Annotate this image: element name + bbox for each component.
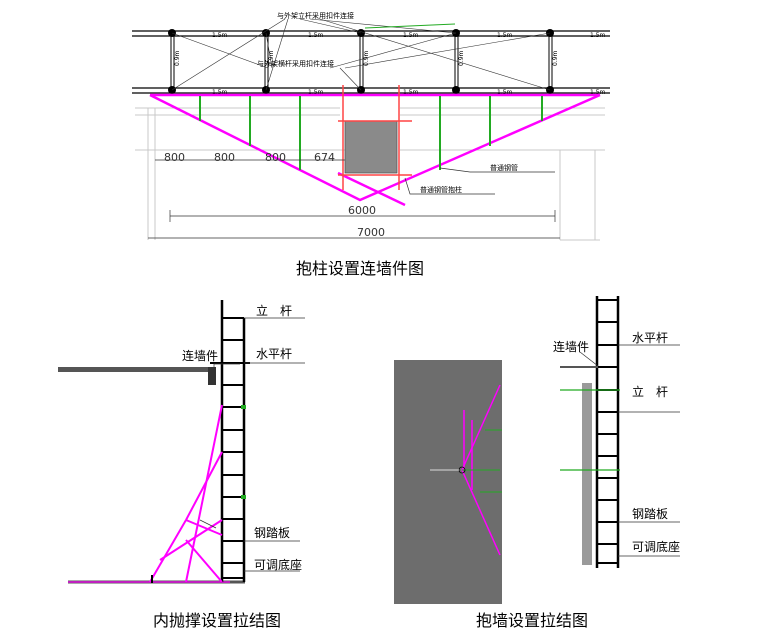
- left-label-upright: 立 杆: [256, 303, 292, 318]
- floor-slab: [58, 367, 210, 372]
- wall-green-marks: [462, 429, 502, 493]
- side-column: [582, 383, 592, 565]
- wall-block: [394, 360, 502, 604]
- note-vertical: 与外架立杆采用扣件连接: [277, 11, 354, 20]
- right-diagram: 连墙件 水平杆 立 杆 钢踏板 可调底座 抱墙设置拉结图: [394, 296, 680, 630]
- left-label-horizontal: 水平杆: [256, 347, 292, 361]
- label-clamp: 普通钢管抱柱: [420, 185, 462, 194]
- column-block: [344, 120, 398, 174]
- spacing-top-5: 1.5m: [590, 32, 606, 39]
- right-label-base: 可调底座: [632, 539, 680, 554]
- spacing-top-3: 1.5m: [403, 32, 419, 39]
- dim-7000: 7000: [357, 226, 385, 239]
- left-label-tie: 连墙件: [182, 348, 218, 363]
- wall-magenta-bracing: [461, 384, 501, 556]
- annotation-leaders: [171, 18, 551, 91]
- top-diagram: 1.5m 1.5m 1.5m 1.5m 1.5m 1.5m 1.5m 1.5m …: [132, 11, 610, 278]
- dim-800-1: 800: [164, 151, 185, 164]
- spacing-bottom-5: 1.5m: [590, 89, 606, 96]
- spacing-top-2: 1.5m: [308, 32, 324, 39]
- caption-top: 抱柱设置连墙件图: [296, 259, 424, 278]
- left-joints: [241, 405, 246, 499]
- spacing-vertical-2: 0.9m: [268, 50, 275, 66]
- left-scaffold-rungs: [210, 317, 250, 579]
- dim-674: 674: [314, 151, 335, 164]
- caption-left: 内抛撑设置拉结图: [153, 611, 281, 630]
- magenta-bracing: [149, 93, 601, 207]
- right-label-upright: 立 杆: [632, 384, 668, 399]
- left-label-board: 钢踏板: [254, 526, 290, 540]
- left-scaffold-uprights: [220, 300, 246, 582]
- spacing-top-4: 1.5m: [497, 32, 513, 39]
- building-outline: [135, 107, 605, 241]
- green-leader: [364, 23, 456, 29]
- spacing-bottom-1: 1.5m: [212, 89, 228, 96]
- left-label-base: 可调底座: [254, 557, 302, 572]
- left-diagram: 立 杆 水平杆 连墙件 钢踏板 可调底座 内抛撑设置拉结图: [58, 300, 305, 630]
- right-scaffold-uprights: [595, 296, 620, 568]
- spacing-bottom-2: 1.5m: [308, 89, 324, 96]
- caption-right: 抱墙设置拉结图: [476, 611, 588, 630]
- spacing-vertical-3: 0.9m: [363, 50, 370, 66]
- right-scaffold-rungs: [597, 299, 618, 564]
- left-leaders: [199, 317, 305, 572]
- dim-800-3: 800: [265, 151, 286, 164]
- tie-anchor: [208, 367, 216, 385]
- spacing-vertical-4: 0.9m: [458, 50, 465, 66]
- note-horizontal: 与外架横杆采用扣件连接: [257, 59, 334, 68]
- dim-6000: 6000: [348, 204, 376, 217]
- right-label-horizontal: 水平杆: [632, 331, 668, 345]
- label-leaders: [404, 167, 555, 195]
- scaffold-uprights: [170, 31, 553, 93]
- spacing-vertical-1: 0.9m: [174, 50, 181, 66]
- left-magenta-bracing: [149, 404, 223, 583]
- right-green-ties: [560, 389, 620, 471]
- dimension-lines: [148, 159, 560, 239]
- scaffold-rail-top: [132, 30, 610, 94]
- right-leaders: [579, 344, 680, 557]
- label-pipe: 普通钢管: [490, 163, 518, 172]
- right-label-board: 钢踏板: [632, 507, 668, 521]
- clamp-outline: [338, 85, 412, 190]
- green-struts: [199, 96, 543, 170]
- right-label-tie: 连墙件: [553, 339, 589, 354]
- spacing-bottom-3: 1.5m: [403, 89, 419, 96]
- spacing-bottom-4: 1.5m: [497, 89, 513, 96]
- spacing-vertical-5: 0.9m: [552, 50, 559, 66]
- spacing-top-1: 1.5m: [212, 32, 228, 39]
- dim-800-2: 800: [214, 151, 235, 164]
